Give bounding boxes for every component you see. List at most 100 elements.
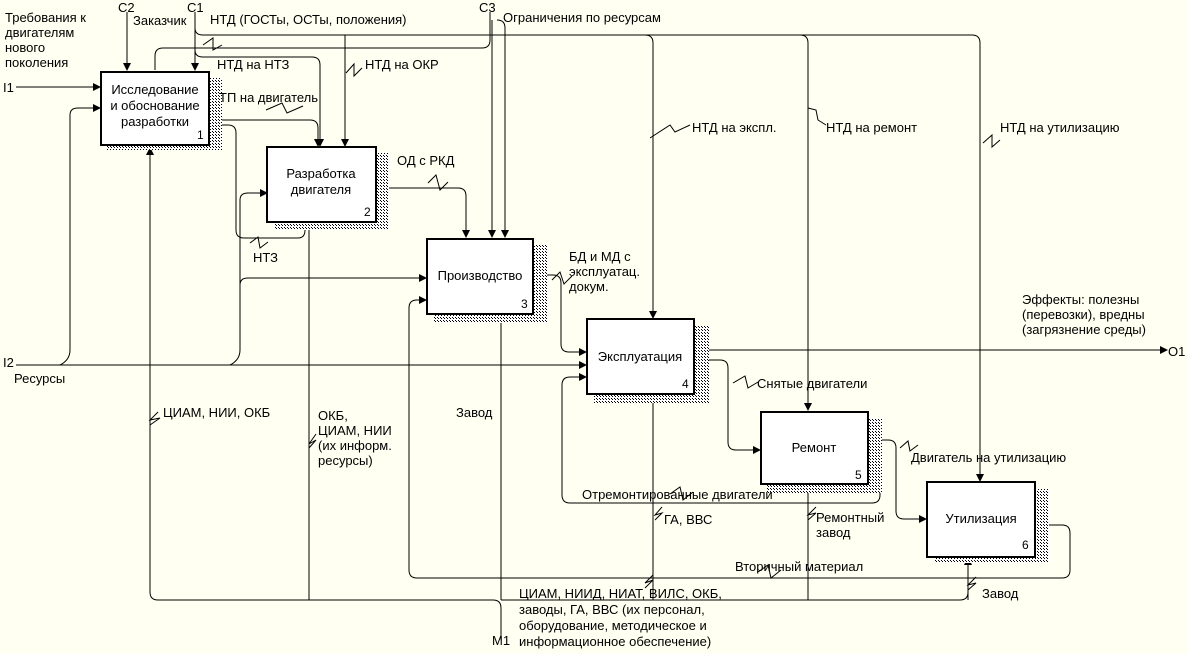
remont-zavod-label: завод [816,525,851,540]
box-3-line: Производство [438,268,523,283]
i1-label: нового [5,40,45,55]
arrow-od [377,187,470,238]
box-3[interactable]: Производство 3 [426,238,547,323]
effects-label: Эффекты: полезны [1022,292,1139,307]
arrow-c3 [154,12,491,70]
ntd-okr-label: НТД на ОКР [365,57,439,72]
m1-label: ЦИАМ, НИИД, НИАТ, ВИЛС, ОКБ, [519,586,722,601]
squiggle [427,174,449,191]
snyatye-label: Снятые двигатели [757,376,867,391]
squiggle [732,375,759,389]
arrow-na-util [868,439,927,523]
squiggle [806,506,817,521]
i2-label: Ресурсы [14,371,65,386]
arrow-nt3 [209,124,306,239]
c3-code: C3 [479,0,496,15]
box-3-number: 3 [521,297,528,311]
squiggle [249,236,269,249]
squiggle [148,411,161,426]
squiggle [653,506,664,521]
svg-text:ЦИАМ, НИИД, НИАТ, ВИЛС, ОКБ,за: ЦИАМ, НИИД, НИАТ, ВИЛС, ОКБ,заводы, ГА, … [519,586,722,649]
box-5[interactable]: Ремонт 5 [760,411,882,493]
svg-text:ОКБ,ЦИАМ, НИИ(их информ.ресурс: ОКБ,ЦИАМ, НИИ(их информ.ресурсы) [318,408,392,468]
box-1-line: и обоснование [110,98,199,113]
od-label: ОД с РКД [397,153,455,168]
squiggle [644,574,654,589]
arrow-ntd-expl [644,34,657,319]
tsiam-label: ЦИАМ, НИИ, ОКБ [163,405,270,420]
ntd-util-label: НТД на утилизацию [1000,120,1120,135]
box-4[interactable]: Эксплуатация 4 [586,318,709,403]
c2-label: Заказчик [133,13,187,28]
squiggle [308,433,317,449]
arrow-i2-to-b2 [239,189,268,290]
tp-label: ТП на двигатель [219,90,318,105]
nt3-label: НТЗ [253,250,278,265]
okb-label: ОКБ, [318,408,348,423]
box-4-number: 4 [682,377,689,391]
ga-vvs-label: ГА, ВВС [664,512,712,527]
box-1-line: разработки [121,114,189,129]
squiggle [345,62,363,78]
c1-code: C1 [187,0,204,15]
box-2-line: Разработка [286,166,356,181]
i1-label: двигателям [5,25,74,40]
ntd-nt3-label: НТД на НТЗ [217,57,290,72]
squiggle [899,440,919,452]
bd-md-label: докум. [569,279,609,294]
box-5-line: Ремонт [792,440,837,455]
squiggle [265,102,304,114]
okb-label: ЦИАМ, НИИ [318,423,392,438]
m1-label: заводы, ГА, ВВС (их персонал, [519,602,705,617]
i1-label: Требования к [5,10,86,25]
arrows [16,12,1168,640]
arrow-vtorichny [408,296,1071,579]
box-2-line: двигателя [291,182,351,197]
arrow-ntd-remont [799,34,812,411]
m1-label: информационное обеспечение) [519,634,711,649]
remont-zavod-label: Ремонтный [816,510,884,525]
zavod2-label: Завод [982,586,1019,601]
na-util-label: Двигатель на утилизацию [911,450,1066,465]
okb-label: (их информ. [318,438,392,453]
c2-code: C2 [118,0,135,15]
i1-label: поколения [5,55,68,70]
box-6[interactable]: Утилизация 6 [926,481,1049,563]
squiggle [982,133,1001,149]
effects-label: (перевозки), вредны [1022,307,1145,322]
box-6-number: 6 [1022,538,1029,552]
box-1-number: 1 [197,128,204,142]
c3-label: Ограничения по ресурсам [503,10,661,25]
box-5-number: 5 [855,468,862,482]
i1-code: I1 [3,80,14,95]
arrow-i2-to-b1 [59,104,101,366]
arrow-i2-to-b3 [229,274,427,366]
ntd-remont-label: НТД на ремонт [826,120,917,135]
otremont-label: Отремонтированные двигатели [582,487,773,502]
box-6-line: Утилизация [945,511,1016,526]
ntd-expl-label: НТД на экспл. [692,120,777,135]
effects-label: (загрязнение среды) [1022,322,1146,337]
arrow-c1-main [194,27,981,480]
squiggle [757,564,782,579]
arrow-tp [209,119,322,147]
arrow-c3-to-b3b [496,19,509,238]
o1-code: O1 [1168,344,1185,359]
arrow-ntd-nt3 [194,49,324,147]
box-1-line: Исследование [111,82,198,97]
i2-code: I2 [3,355,14,370]
squiggle [669,486,694,501]
c1-label: НТД (ГОСТы, ОСТы, положения) [210,12,407,27]
squiggle [807,107,827,126]
zavod-label: Завод [456,405,493,420]
m1-code: M1 [492,633,510,648]
squiggle [649,124,691,139]
